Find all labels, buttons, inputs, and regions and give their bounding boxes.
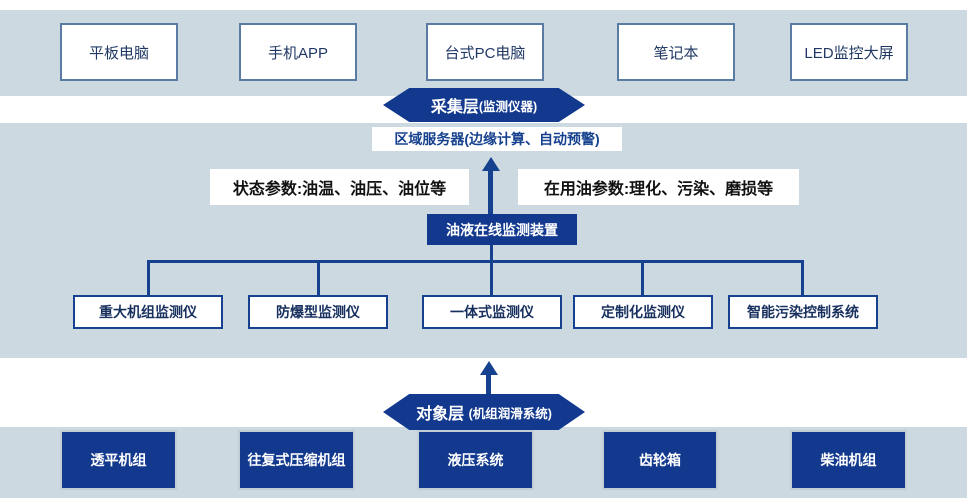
arrow-shaft <box>488 170 493 215</box>
collection-layer-pill: 采集层(监测仪器) <box>383 88 585 122</box>
monitor-box-pollution-ctl: 智能污染控制系统 <box>728 295 878 329</box>
device-box-laptop: 笔记本 <box>617 23 735 81</box>
connector-line <box>490 260 493 295</box>
monitor-box-explosion: 防爆型监测仪 <box>248 295 388 329</box>
connector-line <box>317 260 320 295</box>
device-box-phone-app: 手机APP <box>239 23 357 81</box>
monitor-box-integrated: 一体式监测仪 <box>422 295 562 329</box>
equip-box-turbine: 透平机组 <box>60 430 177 490</box>
monitor-box-major-unit: 重大机组监测仪 <box>73 295 223 329</box>
regional-server-label: 区域服务器(边缘计算、自动预警) <box>372 127 622 151</box>
status-params-label: 状态参数:油温、油压、油位等 <box>210 169 469 205</box>
collection-layer-subtitle: (监测仪器) <box>478 99 538 114</box>
connector-line <box>801 260 804 295</box>
object-layer-pill: 对象层 (机组润滑系统) <box>383 394 585 430</box>
connector-line <box>147 260 804 263</box>
device-box-led-screen: LED监控大屏 <box>790 23 908 81</box>
equip-box-hydraulic: 液压系统 <box>417 430 534 490</box>
oil-params-label: 在用油参数:理化、污染、磨损等 <box>518 169 799 205</box>
device-box-desktop-pc: 台式PC电脑 <box>426 23 544 81</box>
equip-box-diesel: 柴油机组 <box>790 430 907 490</box>
connector-line <box>641 260 644 295</box>
equip-box-compressor: 往复式压缩机组 <box>238 430 355 490</box>
up-arrow-icon <box>480 361 498 375</box>
device-box-tablet: 平板电脑 <box>60 23 178 81</box>
connector-line <box>147 260 150 295</box>
monitor-box-customized: 定制化监测仪 <box>573 295 713 329</box>
connector-line <box>490 245 493 262</box>
collection-layer-title: 采集层 <box>430 99 479 116</box>
monitor-device-box: 油液在线监测装置 <box>427 214 577 245</box>
up-arrow-icon <box>482 157 500 171</box>
arrow-shaft <box>486 374 491 394</box>
object-layer-subtitle: (机组润滑系统) <box>468 406 552 421</box>
equip-box-gearbox: 齿轮箱 <box>602 430 718 490</box>
object-layer-title: 对象层 <box>416 406 465 423</box>
